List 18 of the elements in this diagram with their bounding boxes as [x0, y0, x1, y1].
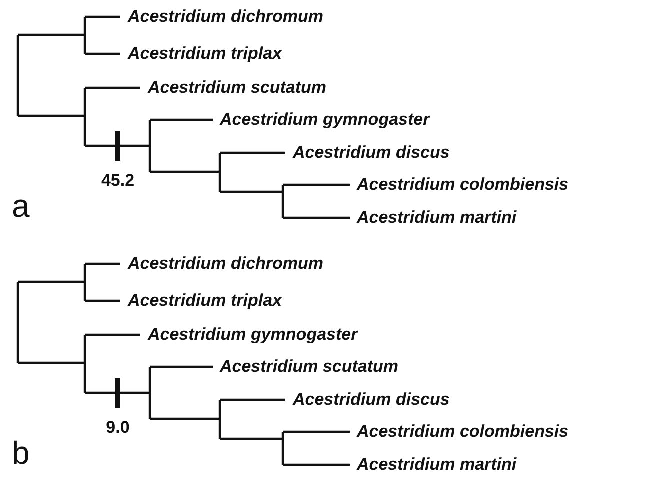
species-name: Acestridium scutatum	[148, 79, 327, 96]
species-name: Acestridium martini	[357, 456, 517, 473]
species-name: Acestridium gymnogaster	[220, 111, 430, 128]
species-name: Acestridium martini	[357, 209, 517, 226]
species-name: Acestridium dichromum	[128, 8, 324, 25]
species-name: Acestridium dichromum	[128, 255, 324, 272]
species-name: Acestridium gymnogaster	[148, 326, 358, 343]
species-name: Acestridium triplax	[128, 45, 282, 62]
species-name: Acestridium discus	[293, 391, 450, 408]
support-value: 9.0	[106, 419, 130, 436]
species-name: Acestridium discus	[293, 144, 450, 161]
support-value: 45.2	[101, 172, 135, 189]
panel-letter: b	[12, 437, 30, 469]
species-name: Acestridium scutatum	[220, 358, 399, 375]
panel-letter: a	[12, 190, 30, 222]
species-name: Acestridium triplax	[128, 292, 282, 309]
species-name: Acestridium colombiensis	[357, 176, 569, 193]
species-name: Acestridium colombiensis	[357, 423, 569, 440]
